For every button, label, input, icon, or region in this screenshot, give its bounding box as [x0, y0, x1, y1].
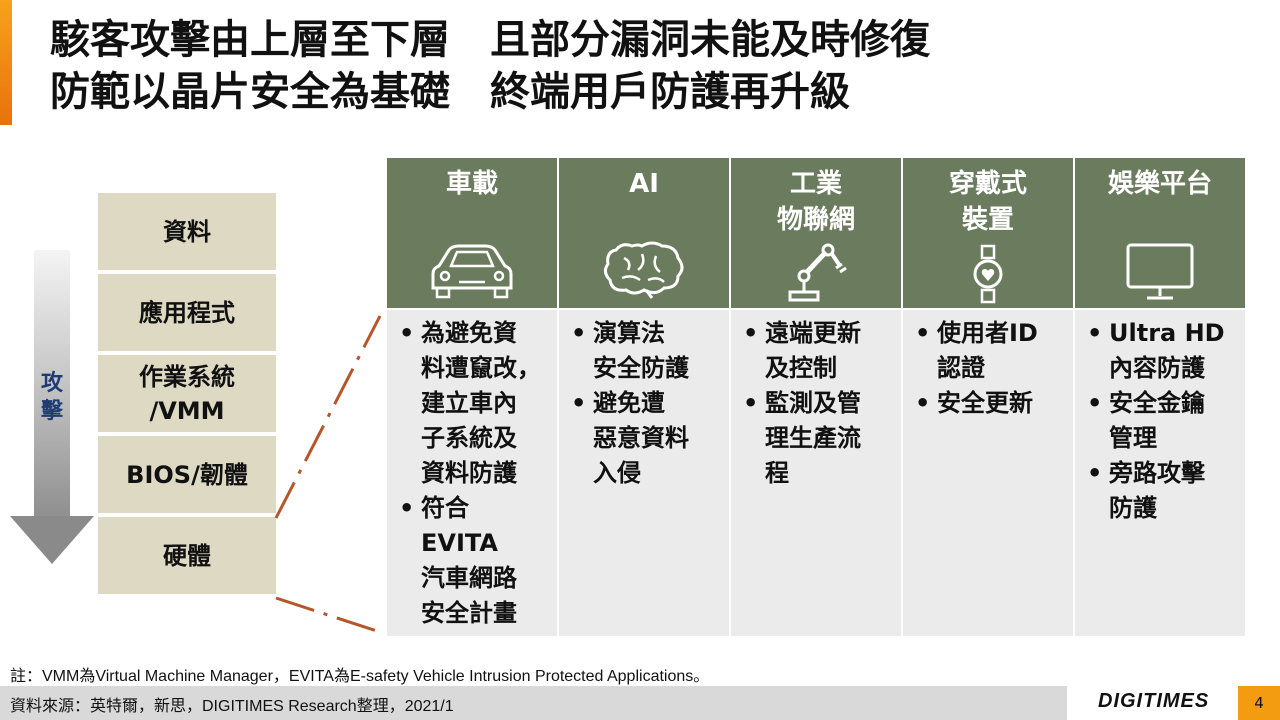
column-header: 娛樂平台 — [1075, 158, 1245, 308]
brain-icon — [603, 241, 684, 299]
layer-stack: 資料 應用程式 作業系統 /VMM BIOS/韌體 硬體 — [98, 193, 276, 598]
bullet-item: 安全金鑰 管理 — [1085, 386, 1241, 456]
connector-upper-line — [274, 315, 382, 519]
application-grid: 車載 為避免資 料遭竄改， 建立車內 子系統及 資料防護 符合 EVITA 汽車… — [387, 158, 1245, 636]
layer-application: 應用程式 — [98, 274, 276, 351]
bullet-item: 旁路攻擊 防護 — [1085, 456, 1241, 526]
car-icon — [431, 244, 513, 299]
column-header: 穿戴式 裝置 — [903, 158, 1073, 308]
bullet-item: 避免遭 惡意資料 入侵 — [569, 386, 725, 491]
bullet-list: Ultra HD 內容防護 安全金鑰 管理 旁路攻擊 防護 — [1085, 316, 1241, 526]
arrow-label: 攻 擊 — [40, 371, 63, 424]
brand-logo: DIGITIMES — [1098, 690, 1210, 712]
column-body: 為避免資 料遭竄改， 建立車內 子系統及 資料防護 符合 EVITA 汽車網路 … — [387, 310, 557, 636]
column-header-label: 工業 物聯網 — [776, 169, 855, 235]
column-header-label: 娛樂平台 — [1107, 169, 1212, 199]
bullet-item: 使用者ID 認證 — [913, 316, 1069, 386]
attack-arrow: 攻 擊 — [10, 250, 94, 565]
monitor-icon — [1126, 243, 1194, 300]
column-body: 使用者ID 認證 安全更新 — [903, 310, 1073, 636]
layer-bios: BIOS/韌體 — [98, 436, 276, 513]
arrow-shaft — [34, 250, 70, 520]
layer-data: 資料 — [98, 193, 276, 270]
column-body: Ultra HD 內容防護 安全金鑰 管理 旁路攻擊 防護 — [1075, 310, 1245, 636]
connector-lower-line — [275, 596, 381, 634]
bullet-item: Ultra HD 內容防護 — [1085, 316, 1241, 386]
bullet-item: 遠端更新 及控制 — [741, 316, 897, 386]
bullet-list: 演算法 安全防護 避免遭 惡意資料 入侵 — [569, 316, 725, 491]
bullet-item: 監測及管 理生產流 程 — [741, 386, 897, 491]
column-wearable: 穿戴式 裝置 使用者ID 認證 安全更新 — [903, 158, 1073, 636]
bullet-item: 為避免資 料遭竄改， 建立車內 子系統及 資料防護 — [397, 316, 553, 491]
title-line-1: 駭客攻擊由上層至下層 且部分漏洞未能及時修復 — [50, 17, 930, 63]
source-text: 資料來源：英特爾，新思，DIGITIMES Research整理，2021/1 — [10, 698, 454, 715]
bullet-item: 演算法 安全防護 — [569, 316, 725, 386]
column-body: 演算法 安全防護 避免遭 惡意資料 入侵 — [559, 310, 729, 636]
page-title: 駭客攻擊由上層至下層 且部分漏洞未能及時修復 防範以晶片安全為基礎 終端用戶防護… — [50, 14, 930, 118]
title-line-2: 防範以晶片安全為基礎 終端用戶防護再升級 — [50, 69, 850, 115]
column-header-label: 車載 — [445, 169, 498, 199]
bullet-list: 使用者ID 認證 安全更新 — [913, 316, 1069, 421]
robot-arm-icon — [788, 243, 847, 302]
smartwatch-icon — [973, 244, 1003, 304]
column-header: 車載 — [387, 158, 557, 308]
arrow-head — [10, 516, 94, 564]
footnote: 註：VMM為Virtual Machine Manager，EVITA為E-sa… — [10, 668, 710, 685]
column-header-label: 穿戴式 裝置 — [948, 169, 1027, 235]
column-automotive: 車載 為避免資 料遭竄改， 建立車內 子系統及 資料防護 符合 EVITA 汽車… — [387, 158, 557, 636]
column-body: 遠端更新 及控制 監測及管 理生產流 程 — [731, 310, 901, 636]
bullet-list: 遠端更新 及控制 監測及管 理生產流 程 — [741, 316, 897, 491]
layer-os-vmm: 作業系統 /VMM — [98, 355, 276, 432]
source-bar — [0, 686, 1067, 720]
bullet-item: 安全更新 — [913, 386, 1069, 421]
page-number: 4 — [1238, 686, 1280, 720]
column-industrial-iot: 工業 物聯網 遠端更新 及控制 監測及管 理生產流 程 — [731, 158, 901, 636]
bullet-list: 為避免資 料遭竄改， 建立車內 子系統及 資料防護 符合 EVITA 汽車網路 … — [397, 316, 553, 631]
accent-bar — [0, 0, 12, 125]
bullet-item: 符合 EVITA 汽車網路 安全計畫 — [397, 491, 553, 631]
column-header: AI — [559, 158, 729, 308]
column-header: 工業 物聯網 — [731, 158, 901, 308]
layer-hardware: 硬體 — [98, 517, 276, 594]
column-header-label: AI — [629, 169, 659, 199]
column-entertainment: 娛樂平台 Ultra HD 內容防護 安全金鑰 管理 旁路攻擊 防護 — [1075, 158, 1245, 636]
column-ai: AI 演算法 安全防護 避免遭 惡意資料 入侵 — [559, 158, 729, 636]
